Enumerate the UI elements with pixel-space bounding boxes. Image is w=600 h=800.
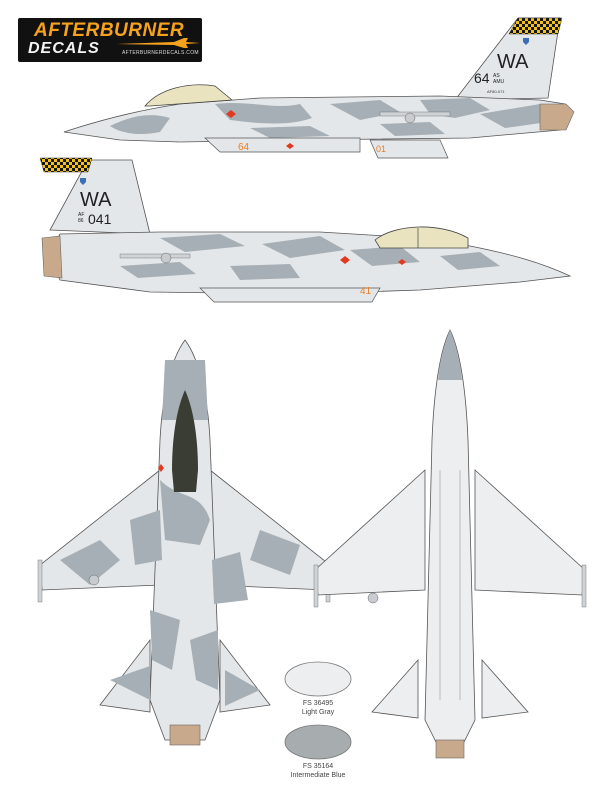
- color-swatches: [284, 661, 352, 760]
- unit-sub1-top: AS: [493, 73, 500, 79]
- jet-silhouette-icon: [116, 38, 200, 48]
- swatch-name-2: Intermediate Blue: [290, 772, 346, 779]
- serial-prefix2-bottom: 86: [78, 218, 84, 224]
- tail-code-bottom: WA: [80, 189, 112, 211]
- plan-view-top: [37, 339, 331, 746]
- swatch-light-gray: [284, 661, 352, 697]
- tail-code-top: WA: [497, 51, 529, 73]
- brand-logo: AFTERBURNER DECALS AFTERBURNERDECALS.COM: [18, 18, 202, 62]
- swatch-name-1: Light Gray: [301, 709, 335, 716]
- brand-url: AFTERBURNERDECALS.COM: [122, 50, 199, 56]
- serial-prefix1-bottom: AF: [78, 212, 84, 218]
- serial-small-top: AF80-071: [487, 89, 505, 94]
- unit-sub2-top: AMU: [493, 79, 505, 85]
- modex-intake-top: 64: [238, 142, 250, 153]
- unit-number-top: 64: [474, 70, 490, 86]
- plan-view-bottom: [313, 329, 587, 759]
- modex-gear-bottom: 41: [360, 286, 372, 297]
- side-profile-bottom: WA AF 86 041 41: [39, 157, 572, 303]
- brand-line2: DECALS: [28, 40, 100, 57]
- swatch-fs-2: FS 35164: [302, 763, 334, 770]
- side-profile-top: WA 64 AS AMU AF80-071 64 01: [63, 17, 575, 159]
- swatch-fs-1: FS 36495: [302, 700, 334, 707]
- swatch-label-1: FS 36495 Light Gray: [273, 699, 363, 717]
- swatch-intermediate-blue: [284, 724, 352, 760]
- swatch-label-2: FS 35164 Intermediate Blue: [273, 762, 363, 780]
- brand-line1: AFTERBURNER: [34, 20, 185, 41]
- modex-gear-top: 01: [376, 144, 386, 154]
- serial-bottom: 041: [88, 211, 112, 227]
